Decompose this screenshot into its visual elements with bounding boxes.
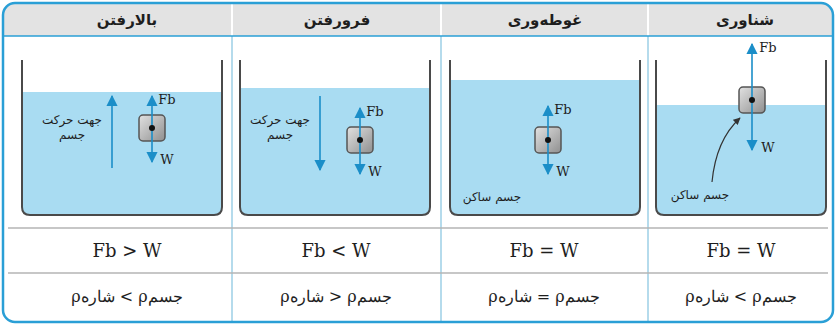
table-ground (3, 3, 833, 322)
water (22, 92, 222, 215)
centre-dot (545, 137, 551, 143)
header-rule (231, 4, 233, 36)
beaker (656, 60, 826, 215)
table-frame (3, 3, 833, 322)
force-label: Fb (759, 40, 776, 56)
weight-arrow (751, 100, 753, 150)
leader-line (712, 118, 740, 182)
column-header: غوطه‌وری (508, 11, 583, 30)
state-note: جسم ساکن (671, 188, 729, 203)
motion-arrow (111, 96, 113, 168)
weight-arrow (547, 140, 549, 174)
force-relation: Fb = W (706, 240, 775, 263)
buoyancy-arrow (751, 44, 753, 100)
motion-note: جهت حرکت جسم (248, 113, 312, 143)
motion-arrow (319, 96, 321, 170)
force-label: Fb (554, 102, 571, 118)
force-relation: Fb > W (92, 240, 161, 263)
column-rule (440, 36, 442, 321)
beaker (22, 60, 222, 215)
column-rule (647, 36, 649, 321)
density-relation: ρشاره < ρجسم (685, 287, 796, 307)
row-rule (8, 227, 828, 229)
weight-arrow (359, 140, 361, 174)
header-rule (647, 4, 649, 36)
density-relation: ρشاره = ρجسم (488, 287, 599, 307)
beaker (450, 60, 640, 215)
weight-arrow (151, 128, 153, 162)
force-label: Fb (158, 92, 175, 108)
force-label: W (761, 140, 774, 156)
centre-dot (149, 125, 155, 131)
centre-dot (357, 137, 363, 143)
beaker (240, 60, 430, 215)
buoyancy-arrow (547, 106, 549, 140)
water (656, 105, 826, 215)
density-relation: ρشاره < ρجسم (71, 287, 182, 307)
water (240, 88, 430, 215)
buoyancy-arrow (151, 96, 153, 128)
force-label: W (160, 152, 173, 168)
water (450, 80, 640, 215)
centre-dot (749, 97, 755, 103)
row-rule (8, 272, 828, 274)
force-label: Fb (366, 104, 383, 120)
column-header: فرورفتن (304, 11, 371, 30)
column-header: بالارفتن (97, 11, 158, 30)
force-relation: Fb = W (509, 240, 578, 263)
buoyancy-arrow (359, 108, 361, 140)
header-band (3, 3, 833, 36)
state-note: جسم ساکن (463, 190, 521, 205)
force-label: W (368, 164, 381, 180)
force-relation: Fb < W (301, 240, 370, 263)
header-line (4, 35, 832, 37)
motion-note: جهت حرکت جسم (40, 113, 104, 143)
column-header: شناوری (716, 11, 774, 30)
header-rule (440, 4, 442, 36)
force-label: W (556, 164, 569, 180)
density-relation: ρشاره > ρجسم (280, 287, 391, 307)
column-rule (231, 36, 233, 321)
